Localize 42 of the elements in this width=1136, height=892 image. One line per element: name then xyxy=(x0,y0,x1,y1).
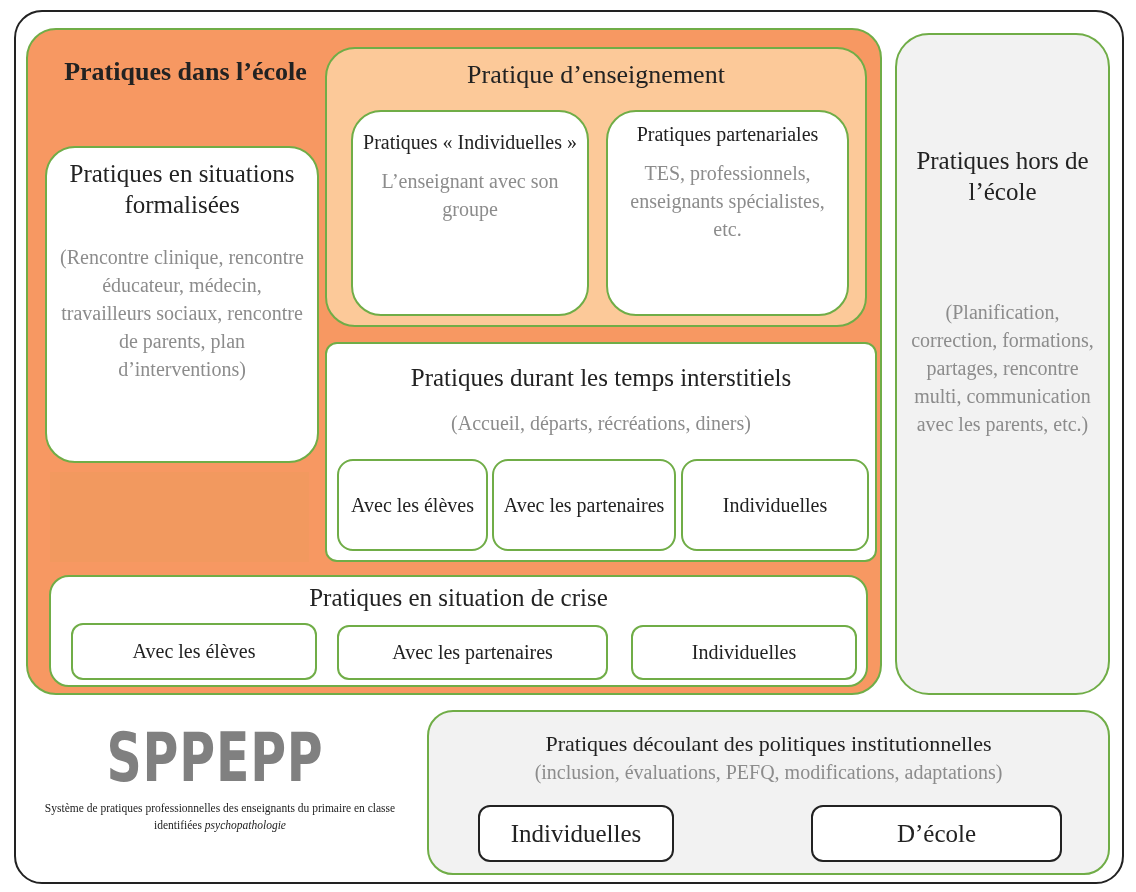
category-box xyxy=(811,805,1062,862)
group-panel xyxy=(325,342,877,562)
heading: Pratiques « Individuelles » xyxy=(362,130,578,155)
description: (Rencontre clinique, rencontre éducateur, médecin, travailleurs sociaux, rencontre de parents, plan d’interventions) xyxy=(59,244,305,383)
subtitle: Système de pratiques professionnelles des enseignants du primaire en classe identifiées psychopathologie xyxy=(43,801,397,834)
category-box xyxy=(478,805,674,862)
heading: Pratiques durant les temps interstitiels xyxy=(409,363,793,393)
category-box xyxy=(492,459,676,551)
heading: Avec les élèves xyxy=(131,639,257,664)
category-box xyxy=(337,459,488,551)
group-panel xyxy=(49,575,868,687)
heading: Individuelles xyxy=(721,492,829,518)
group-panel xyxy=(895,33,1110,695)
category-box xyxy=(606,110,849,316)
description: TES, professionnels, enseignants spécialistes, etc. xyxy=(629,161,826,242)
acronym-title: SPPEPP xyxy=(105,718,325,797)
heading: Pratiques en situation de crise xyxy=(308,583,609,613)
description: L’enseignant avec son groupe xyxy=(380,169,560,223)
heading: Pratiques en situations formalisées xyxy=(68,159,296,221)
category-box xyxy=(681,459,869,551)
heading: Individuelles xyxy=(509,818,643,849)
heading: Pratiques dans l’école xyxy=(63,56,308,88)
group-panel xyxy=(325,47,867,327)
category-box xyxy=(337,625,608,680)
category-box xyxy=(71,623,317,680)
heading: Pratiques découlant des politiques institutionnelles xyxy=(544,730,993,758)
group-panel xyxy=(427,710,1110,875)
category-box xyxy=(631,625,857,680)
heading: D’école xyxy=(895,818,978,849)
heading: Avec les partenaires xyxy=(502,492,666,518)
description: (Accueil, départs, récréations, diners) xyxy=(450,411,752,437)
category-box xyxy=(45,146,319,463)
description: (Planification, correction, formations, partages, rencontre multi, communication avec les parents, etc.) xyxy=(910,299,1095,438)
heading: Avec les élèves xyxy=(350,492,475,518)
heading: Pratique d’enseignement xyxy=(466,59,726,91)
description: (inclusion, évaluations, PEFQ, modifications, adaptations) xyxy=(533,759,1004,786)
heading: Avec les partenaires xyxy=(391,640,554,665)
category-box xyxy=(351,110,589,316)
heading: Pratiques hors de l’école xyxy=(915,146,1090,208)
heading: Individuelles xyxy=(690,640,798,665)
group-panel xyxy=(26,28,882,695)
heading: Pratiques partenariales xyxy=(635,122,820,147)
